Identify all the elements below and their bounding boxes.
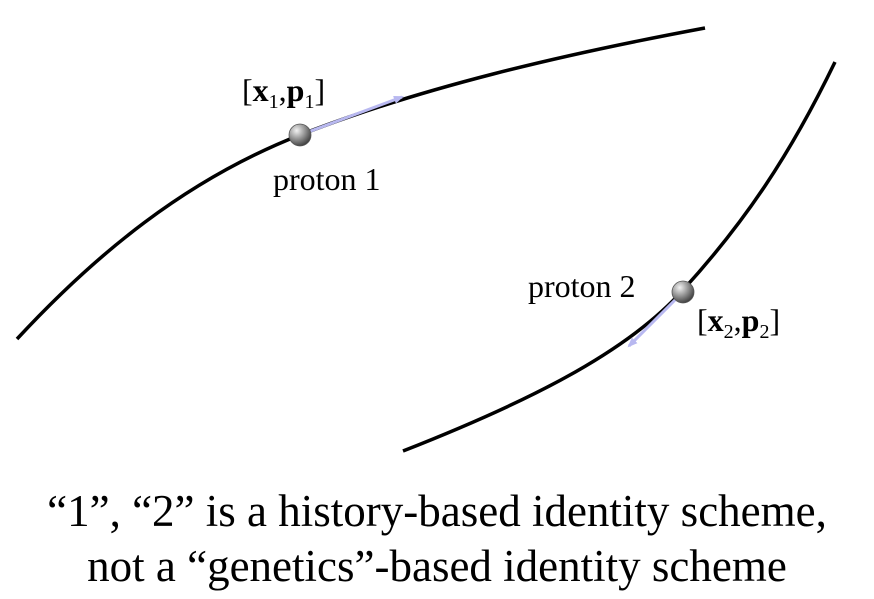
caption: “1”, “2” is a history-based identity sch… [0, 484, 874, 594]
momentum-arrow-2 [627, 290, 685, 348]
caption-line-2: not a “genetics”-based identity scheme [87, 541, 787, 591]
proton-1-ball [288, 123, 312, 147]
caption-line-1: “1”, “2” is a history-based identity sch… [47, 486, 827, 536]
proton-2-ball [671, 280, 695, 304]
proton-1-label: proton 1 [273, 161, 381, 197]
momentum-arrow-1 [299, 95, 404, 137]
trajectory-2 [402, 61, 837, 453]
proton-2-label: proton 2 [528, 268, 636, 304]
proton-1-state-label: [x1,p1] [242, 72, 325, 113]
proton-2-state-label: [x2,p2] [697, 302, 780, 343]
